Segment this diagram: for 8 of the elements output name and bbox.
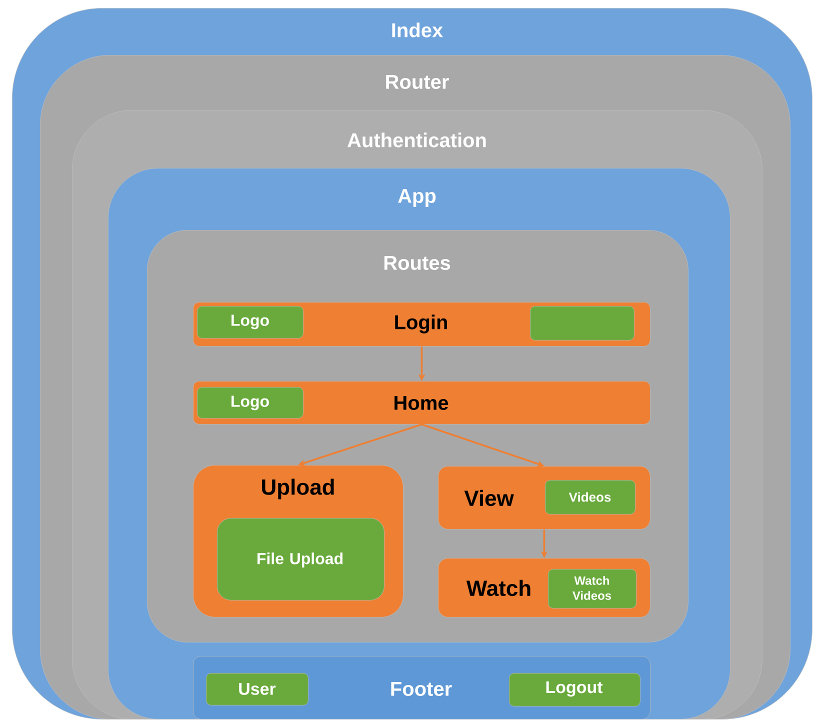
button: User <box>206 673 308 706</box>
sub-component-box: Logo <box>197 387 304 418</box>
sub-component-box: Logo <box>197 306 304 338</box>
sub-component-box: Videos <box>545 480 636 514</box>
sub-component-box <box>530 306 634 340</box>
sub-component-box: File Upload <box>217 518 384 600</box>
sub-component-box: Watch Videos <box>548 569 636 608</box>
button: Logout <box>509 673 640 706</box>
